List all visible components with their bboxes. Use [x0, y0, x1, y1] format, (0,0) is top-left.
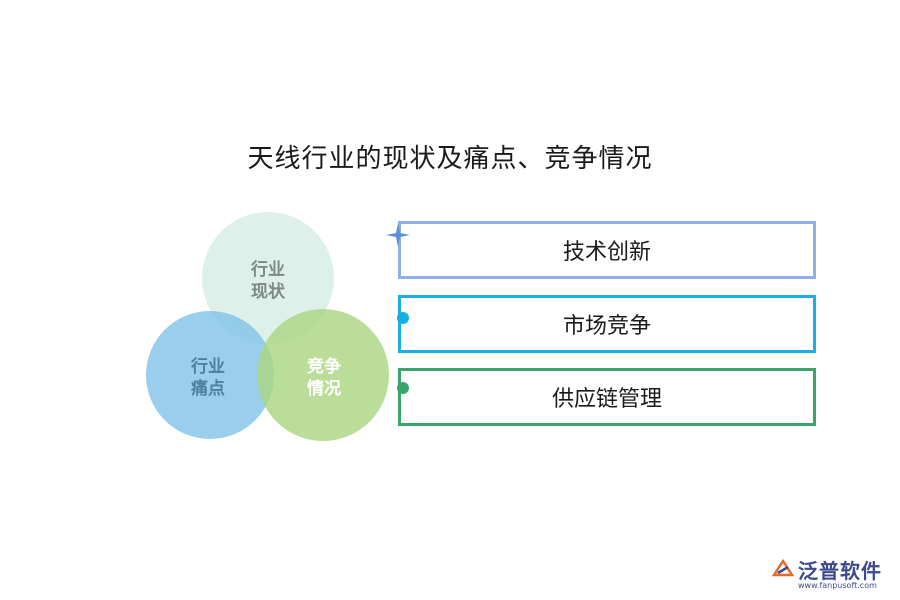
logo-url: www.fanpusoft.com — [798, 581, 877, 590]
brand-logo: 泛普软件 www.fanpusoft.com — [770, 553, 896, 593]
venn-label-line: 行业 — [251, 260, 285, 280]
logo-name: 泛普软件 — [798, 559, 882, 583]
item-box-market-competition: 市场竞争 — [398, 295, 816, 353]
bullet-dot-icon — [397, 312, 409, 324]
venn-label-line: 现状 — [251, 282, 285, 302]
venn-diagram — [146, 212, 389, 441]
venn-label-line: 情况 — [307, 379, 341, 399]
item-label: 供应链管理 — [551, 387, 662, 412]
sparkle-icon — [386, 223, 410, 247]
venn-circle-industry-status — [202, 212, 334, 344]
venn-circle-competition — [257, 309, 389, 441]
venn-label-industry-status: 行业 现状 — [233, 259, 303, 303]
venn-label-line: 行业 — [191, 357, 225, 377]
item-label: 市场竞争 — [562, 314, 651, 339]
venn-circle-industry-pain — [146, 311, 274, 439]
diagram-title: 天线行业的现状及痛点、竞争情况 — [247, 144, 653, 174]
venn-label-line: 痛点 — [191, 379, 225, 399]
logo-mark-icon — [771, 558, 795, 577]
venn-label-line: 竞争 — [307, 357, 341, 377]
item-box-supply-chain: 供应链管理 — [398, 368, 816, 426]
bullet-dot-icon — [397, 382, 409, 394]
venn-label-industry-pain: 行业 痛点 — [173, 356, 243, 400]
venn-label-competition: 竞争 情况 — [289, 356, 359, 400]
item-label: 技术创新 — [562, 240, 651, 265]
item-box-tech-innovation: 技术创新 — [398, 221, 816, 279]
